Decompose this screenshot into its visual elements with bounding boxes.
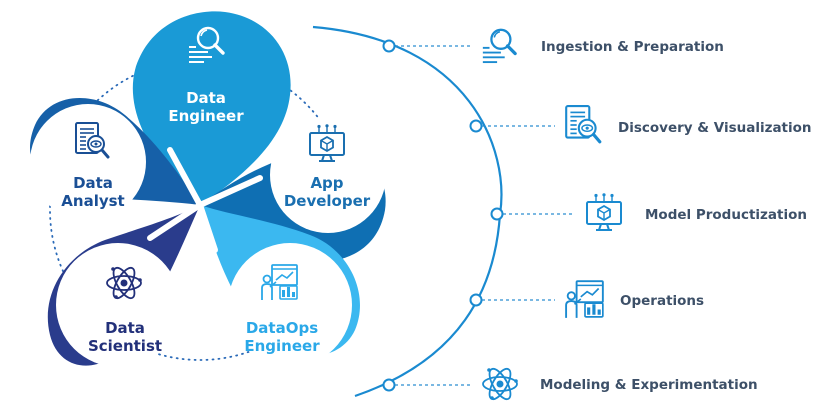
stage-label: Ingestion & Preparation	[541, 39, 724, 55]
atom-icon	[482, 364, 519, 404]
stage-node	[469, 119, 483, 133]
stage-label: Modeling & Experimentation	[540, 377, 758, 393]
petal-face-dataops-engineer	[228, 243, 352, 367]
stage-row: Model Productization	[490, 193, 807, 231]
stage-node	[382, 39, 396, 53]
stage-label: Model Productization	[645, 207, 807, 223]
stage-label: Discovery & Visualization	[618, 120, 812, 136]
petal-separators	[147, 147, 263, 253]
stage-label: Operations	[620, 293, 704, 309]
stage-node	[469, 293, 483, 307]
monitor-cube-icon	[586, 193, 622, 231]
report-magnifier-icon	[564, 104, 602, 144]
stage-row: Operations	[469, 280, 704, 319]
petal-face-data-analyst	[30, 104, 146, 220]
stage-node	[382, 378, 396, 392]
search-document-icon	[481, 28, 517, 64]
petal-face-data-scientist	[56, 243, 180, 367]
stage-node	[490, 207, 504, 221]
role-petals	[30, 11, 386, 367]
stage-row: Ingestion & Preparation	[382, 28, 724, 64]
stage-row: Modeling & Experimentation	[382, 364, 758, 404]
stage-row: Discovery & Visualization	[469, 104, 812, 144]
presenter-chart-icon	[565, 280, 604, 319]
petal-face-app-developer	[270, 117, 386, 233]
